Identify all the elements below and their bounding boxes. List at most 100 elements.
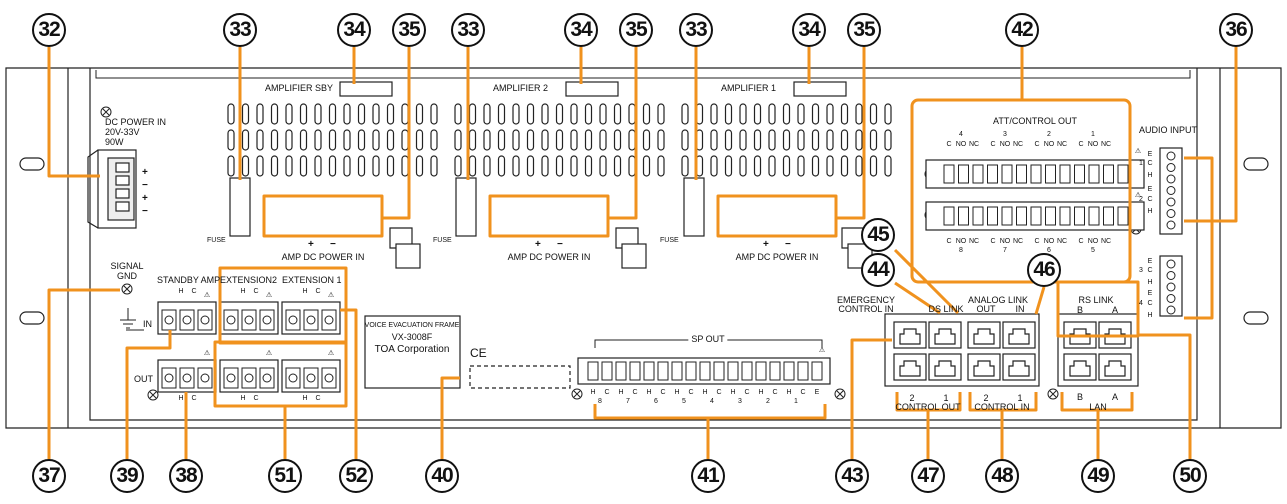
vent-slot (372, 155, 380, 177)
audio-label: AUDIO INPUT (1138, 125, 1198, 135)
callout-box (1056, 280, 1140, 338)
vent-slot (386, 129, 395, 151)
att-nc-bot: NC (1012, 238, 1024, 245)
sp-out-pin-label: C (772, 389, 778, 396)
audio-pin (1166, 209, 1176, 218)
att-pin (1045, 164, 1056, 184)
control-in-2-label: 2 (983, 393, 989, 403)
screw-cross (123, 285, 131, 293)
att-pin (1088, 164, 1100, 184)
vent-slot (613, 155, 622, 177)
callout-lines (47, 47, 1238, 459)
screw-cross (1049, 390, 1057, 398)
vent-slot (642, 129, 651, 151)
att-pin (1001, 206, 1013, 226)
callout-38: 38 (169, 459, 203, 493)
callout-box (716, 194, 838, 238)
vent-slot (681, 103, 689, 125)
vent-slot (256, 103, 264, 125)
vent-slot (884, 155, 892, 177)
vent-slot (724, 129, 733, 151)
vent-slot (811, 129, 820, 151)
att-warning-top: ⚠ (1134, 148, 1142, 155)
speaker-pin-screw (306, 315, 316, 325)
extension1-label: EXTENSION 1 (282, 275, 342, 285)
vent-slot (430, 155, 438, 177)
vent-slot (314, 103, 322, 125)
speaker-warning: ⚠ (203, 350, 211, 357)
vent-slot (415, 129, 424, 151)
dc-plus-1: + (142, 167, 148, 178)
callout-35-sby: 35 (392, 13, 426, 47)
speaker-pin-screw (226, 373, 236, 383)
att-pin (943, 164, 955, 184)
vent-slot (285, 155, 293, 177)
callout-48: 48 (985, 459, 1019, 493)
out-label: OUT (134, 374, 153, 384)
dc-minus-1: − (142, 180, 148, 191)
speaker-pin-screw (288, 315, 298, 325)
amplifier-1-label: AMPLIFIER 1 (721, 83, 777, 93)
sp-out-channel-number: 1 (794, 398, 798, 405)
audio-pin (1166, 294, 1176, 303)
sp-out-pin (741, 361, 753, 381)
sp-out-pin (671, 361, 683, 381)
control-out-1-label: 1 (943, 393, 949, 403)
vent-slot (430, 103, 438, 125)
vent-slot (241, 155, 250, 177)
callout-45: 45 (861, 218, 895, 252)
amplifier-2-label: AMPLIFIER 2 (493, 83, 549, 93)
rj45-socket (899, 328, 921, 345)
speaker-warning: ⚠ (327, 350, 335, 357)
top-edge (95, 70, 1191, 79)
vent-slot (270, 129, 279, 151)
speaker-pin-screw (244, 373, 254, 383)
vent-slot (797, 129, 805, 151)
att-nc-top: NC (1056, 141, 1068, 148)
vent-slot (570, 155, 578, 177)
vent-slot (797, 103, 805, 125)
callout-33-amp1: 33 (679, 13, 713, 47)
vent-slot (753, 129, 762, 151)
sp-out-pin-label: C (716, 389, 722, 396)
att-pin (1074, 206, 1085, 226)
vent-slot (855, 103, 863, 125)
audio-pin (1166, 174, 1176, 184)
vent-slot (483, 155, 491, 177)
callout-52: 52 (339, 459, 373, 493)
vent-slot (454, 103, 462, 125)
vent-slot (430, 129, 438, 151)
callout-line (1184, 47, 1238, 223)
vent-slot (710, 129, 718, 151)
callout-33-amp2: 33 (451, 13, 485, 47)
sp-out-pin (657, 361, 669, 381)
att-no-bot: NO (999, 238, 1011, 245)
speaker-pin-screw (164, 373, 174, 383)
sp-out-channel-number: 5 (682, 398, 686, 405)
att-pin (987, 206, 998, 226)
audio-pin (1166, 220, 1176, 230)
sp-out-channel-number: 8 (598, 398, 602, 405)
callout-34-sby: 34 (337, 13, 371, 47)
sp-out-pin-label: C (744, 389, 750, 396)
rs-link-a-label: A (1111, 305, 1119, 315)
att-nc-bot: NC (1056, 238, 1068, 245)
screw-cross (149, 391, 157, 399)
vent-slot (357, 155, 366, 177)
sp-out-pin (727, 361, 739, 381)
vent-slot (584, 103, 593, 125)
att-pin (1088, 206, 1100, 226)
callout-line (894, 281, 941, 315)
callout-line (836, 47, 866, 220)
sp-out-pin-label: E (814, 389, 820, 396)
att-nc-bot: NC (968, 238, 980, 245)
vent-slot (724, 155, 733, 177)
callout-line (440, 376, 460, 459)
vent-slot (526, 129, 535, 151)
att-pin (958, 164, 969, 184)
vent-slot (314, 129, 322, 151)
callout-box (910, 98, 1132, 284)
vent-slot (299, 103, 308, 125)
